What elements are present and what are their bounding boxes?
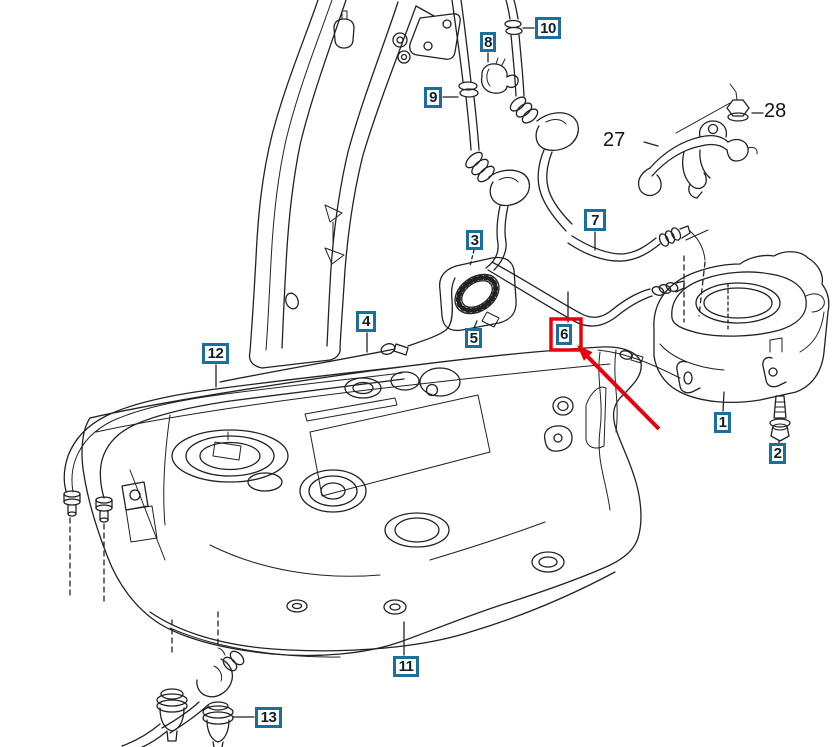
part-label-9[interactable]: 9: [424, 87, 442, 108]
part-label-12[interactable]: 12: [202, 343, 229, 364]
part-label-28[interactable]: 28: [764, 100, 787, 122]
highlight-arrowhead: [577, 345, 593, 361]
highlight-box: [549, 317, 583, 352]
screw-2: [769, 395, 791, 442]
part-label-5[interactable]: 5: [465, 328, 482, 348]
canister-1: [653, 229, 830, 404]
part-label-4[interactable]: 4: [356, 311, 376, 332]
part-label-3[interactable]: 3: [466, 230, 483, 250]
fittings-13: [121, 611, 245, 747]
leader-lines: [215, 27, 780, 718]
highlight-arrow: [584, 353, 661, 431]
fuel-line-4: [219, 277, 456, 383]
nut-28: [726, 83, 750, 122]
part-label-10[interactable]: 10: [535, 17, 561, 39]
part-label-11[interactable]: 11: [393, 656, 419, 677]
clip-8: [480, 57, 519, 94]
hose-clamp-5: [454, 273, 500, 328]
part-label-8[interactable]: 8: [480, 32, 496, 52]
part-label-13[interactable]: 13: [255, 707, 282, 728]
bracket-27: [637, 102, 758, 199]
hose-7: [567, 225, 706, 317]
grommet-plate-3: [438, 256, 517, 332]
part-label-1[interactable]: 1: [714, 412, 731, 433]
fuel-lines-top: [451, 0, 579, 271]
part-label-6[interactable]: 6: [556, 324, 572, 345]
filler-pipe: [248, 0, 461, 369]
part-label-7[interactable]: 7: [584, 209, 606, 231]
part-label-27[interactable]: 27: [603, 129, 626, 151]
fuel-tank: [81, 346, 642, 658]
hose-6: [487, 261, 685, 379]
part-label-2[interactable]: 2: [769, 443, 786, 464]
tube-bundle-12: [63, 366, 405, 603]
